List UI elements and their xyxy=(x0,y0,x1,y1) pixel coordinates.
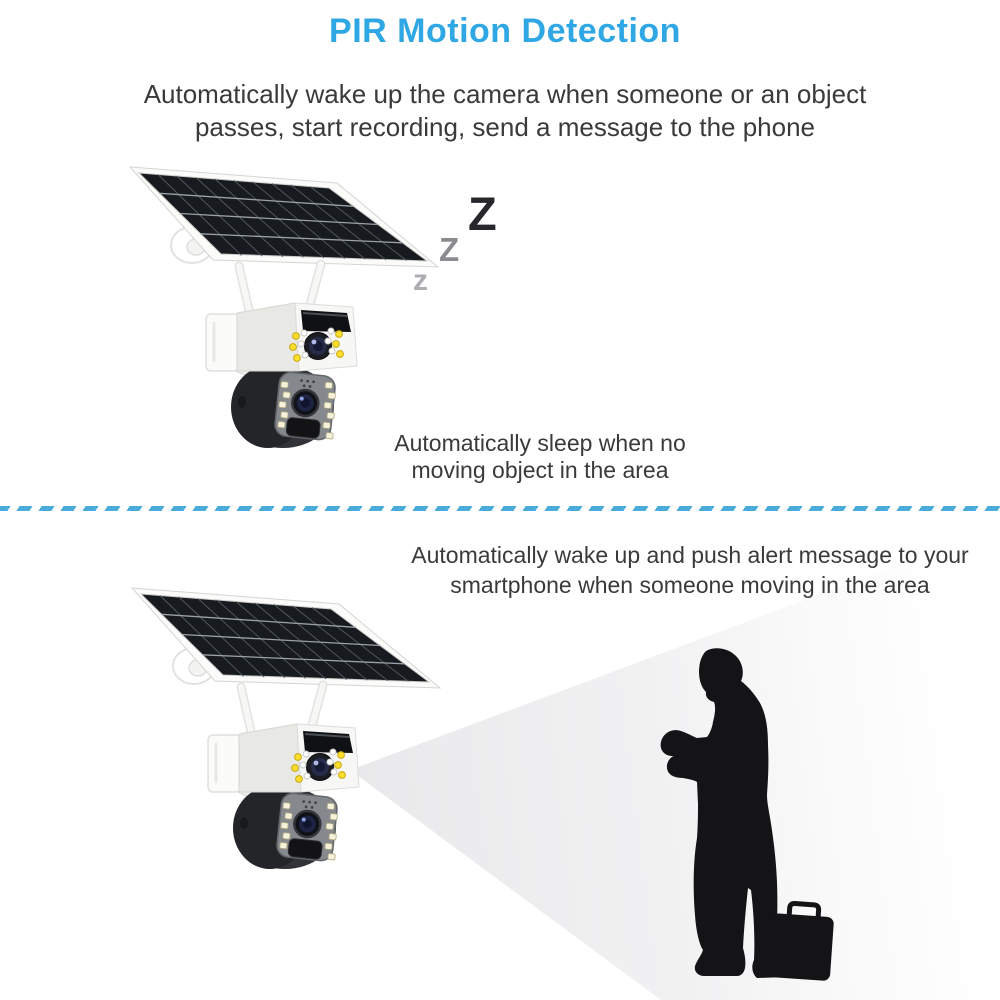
person-silhouette xyxy=(660,648,790,978)
briefcase xyxy=(768,901,834,981)
sleep-z-medium-icon: Z xyxy=(439,231,460,268)
sleep-caption-line-2: moving object in the area xyxy=(411,457,669,483)
wake-caption-line-2: smartphone when someone moving in the ar… xyxy=(450,572,930,598)
wake-caption-line-1: Automatically wake up and push alert mes… xyxy=(411,542,969,568)
sleep-caption-line-1: Automatically sleep when no xyxy=(394,430,686,456)
intro-text: Automatically wake up the camera when so… xyxy=(0,78,1000,144)
intro-line-2: passes, start recording, send a message … xyxy=(194,112,816,142)
section-divider xyxy=(0,506,1000,511)
wake-caption: Automatically wake up and push alert mes… xyxy=(390,540,990,600)
sleep-z-small-icon: z xyxy=(413,264,428,297)
sleep-caption: Automatically sleep when no moving objec… xyxy=(340,430,740,484)
page-title: PIR Motion Detection xyxy=(329,12,681,50)
solar-camera-illustration-sleep xyxy=(130,167,438,448)
intro-line-1: Automatically wake up the camera when so… xyxy=(143,79,867,109)
sleep-z-large-icon: Z xyxy=(468,187,497,240)
solar-camera-illustration-wake xyxy=(132,588,440,869)
